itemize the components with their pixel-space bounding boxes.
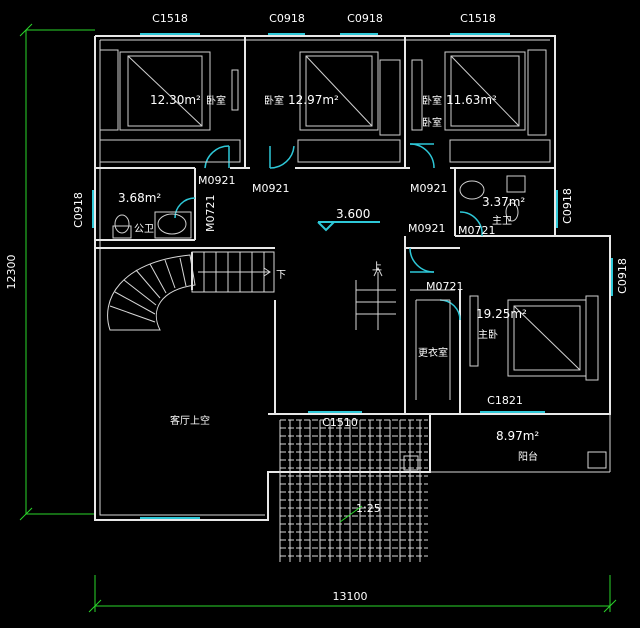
dimension-lines: [19, 23, 617, 613]
public-bath-name: 公卫: [134, 224, 154, 235]
window-label-top-mid-right: C0918: [347, 12, 383, 25]
door-label-6: M0721: [458, 224, 496, 237]
closet-name: 更衣室: [418, 346, 448, 359]
window-label-master-side: C0918: [616, 258, 629, 294]
master-bath-area: 3.37m²: [482, 195, 525, 209]
door-label-1: M0921: [198, 174, 236, 187]
stair-up-label: 上: [372, 261, 382, 273]
windows: [92, 33, 613, 519]
roof-slope-label: 1:25: [356, 502, 381, 515]
bedroom1-furniture: [99, 49, 241, 163]
overall-height-label: 12300: [5, 255, 18, 290]
bedroom3-area: 11.63m²: [446, 93, 497, 107]
window-label-top-right: C1518: [460, 12, 496, 25]
roof-tiles[interactable]: [279, 419, 428, 562]
bedroom3-sub: 卧室: [422, 116, 442, 129]
level-label: 3.600: [336, 207, 370, 221]
bedroom3-furniture: [411, 49, 551, 163]
window-label-bath-side: C0918: [561, 188, 574, 224]
door-label-4: M0921: [408, 222, 446, 235]
window-label-master-bottom: C1821: [487, 394, 523, 407]
overall-width-label: 13100: [333, 590, 368, 603]
bedroom1-area: 12.30m²: [150, 93, 201, 107]
door-label-5: M0721: [204, 195, 217, 233]
window-label-left-side: C0918: [72, 192, 85, 228]
balcony-area: 8.97m²: [496, 429, 539, 443]
window-label-top-mid-left: C0918: [269, 12, 305, 25]
bedroom2-furniture: [297, 51, 401, 163]
straight-stair: [191, 251, 275, 293]
public-bath-area: 3.68m²: [118, 191, 161, 205]
balcony-rail: [403, 414, 611, 473]
void-name: 客厅上空: [170, 414, 210, 427]
level-marker: [317, 221, 380, 232]
interior-walls: [95, 36, 555, 415]
closet-rack: [415, 299, 451, 400]
balcony-name: 阳台: [518, 450, 538, 463]
public-bath-fixtures: [112, 211, 192, 239]
stair-down-label: 下: [276, 270, 286, 281]
door-swings: [174, 143, 483, 321]
door-label-2: M0921: [252, 182, 290, 195]
master-bath-fixtures: [459, 175, 526, 222]
upper-stair: [355, 266, 396, 330]
door-label-7: M0721: [426, 280, 464, 293]
bedroom3-name: 卧室: [422, 94, 442, 107]
window-label-top-left: C1518: [152, 12, 188, 25]
master-bedroom-furniture: [469, 295, 599, 381]
exterior-walls: [94, 35, 611, 521]
master-name: 主卧: [478, 328, 498, 341]
spiral-stair: [107, 252, 196, 331]
bedroom2-name: 卧室: [264, 94, 284, 107]
door-label-3: M0921: [410, 182, 448, 195]
master-bath-name: 主卫: [492, 215, 512, 227]
bedroom1-name: 卧室: [206, 94, 226, 107]
master-area: 19.25m²: [476, 307, 527, 321]
bedroom2-area: 12.97m²: [288, 93, 339, 107]
